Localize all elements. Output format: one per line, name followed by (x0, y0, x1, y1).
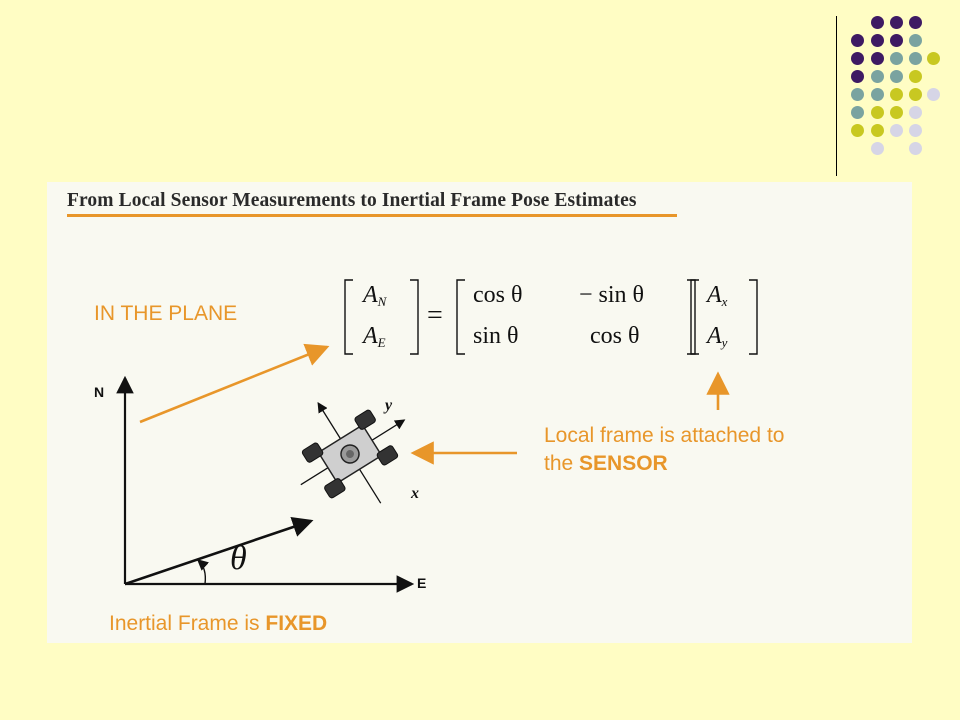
robot-sensor-icon (300, 402, 406, 504)
local-frame-caption-line-2: the SENSOR (544, 452, 668, 475)
frame-diagram: y x (116, 279, 758, 593)
matrix-m11: cos θ (473, 282, 523, 308)
decorative-dot (871, 34, 884, 47)
robot-y-label: y (383, 397, 393, 414)
rhs-bottom-entry: Ay (707, 323, 728, 350)
decorative-dot (890, 124, 903, 137)
decorative-dot (851, 52, 864, 65)
decorative-dot (890, 16, 903, 29)
decorative-dot (851, 124, 864, 137)
decorative-dot (871, 142, 884, 155)
matrix-m12: − sin θ (579, 282, 645, 308)
inertial-frame-caption: Inertial Frame is FIXED (109, 612, 328, 635)
decorative-dot (851, 34, 864, 47)
decorative-dot (927, 52, 940, 65)
matrix-brackets (344, 279, 758, 355)
decorative-dot (890, 52, 903, 65)
in-the-plane-label: IN THE PLANE (94, 302, 238, 325)
decorative-dot (871, 70, 884, 83)
fixed-emphasis: FIXED (265, 612, 328, 635)
decorative-dot (871, 106, 884, 119)
matrix-m22: cos θ (590, 323, 640, 349)
decorative-dot (851, 70, 864, 83)
axis-label-n: N (94, 384, 105, 400)
decorative-dot (871, 52, 884, 65)
decorative-dot (890, 88, 903, 101)
matrix-m21: sin θ (473, 323, 519, 349)
decorative-dot (871, 16, 884, 29)
decorative-dot (909, 70, 922, 83)
decorative-dot (909, 16, 922, 29)
decorative-dot (909, 142, 922, 155)
robot-x-label: x (410, 485, 419, 502)
angle-arc (196, 559, 210, 585)
axis-label-e: E (417, 575, 427, 591)
inertial-axes (116, 375, 415, 593)
decorative-dot (871, 124, 884, 137)
callout-arrows (139, 343, 730, 465)
decorative-dot (890, 70, 903, 83)
decorative-dot (909, 124, 922, 137)
lhs-top-entry: AN (363, 282, 387, 309)
decorative-divider-line (836, 16, 837, 176)
decorative-dot (851, 88, 864, 101)
decorative-dot (851, 106, 864, 119)
sensor-emphasis: SENSOR (579, 452, 668, 475)
slide-content-panel: From Local Sensor Measurements to Inerti… (47, 182, 912, 643)
decorative-dot (890, 34, 903, 47)
equals-sign: = (427, 300, 443, 331)
title-underline (67, 214, 677, 217)
plane-to-equation-arrow (139, 343, 330, 424)
decorative-dot (909, 52, 922, 65)
slide-title: From Local Sensor Measurements to Inerti… (67, 190, 637, 211)
angle-theta-label: θ (230, 540, 247, 577)
rhs-top-entry: Ax (707, 282, 728, 309)
decorative-dot-grid (0, 0, 960, 180)
decorative-dot (909, 34, 922, 47)
decorative-dot (909, 88, 922, 101)
local-frame-caption-line-1: Local frame is attached to (544, 424, 785, 447)
decorative-dot (927, 88, 940, 101)
lhs-bottom-entry: AE (363, 323, 386, 350)
decorative-dot (890, 106, 903, 119)
rotated-vector (124, 516, 314, 586)
decorative-dot (909, 106, 922, 119)
decorative-dot (871, 88, 884, 101)
